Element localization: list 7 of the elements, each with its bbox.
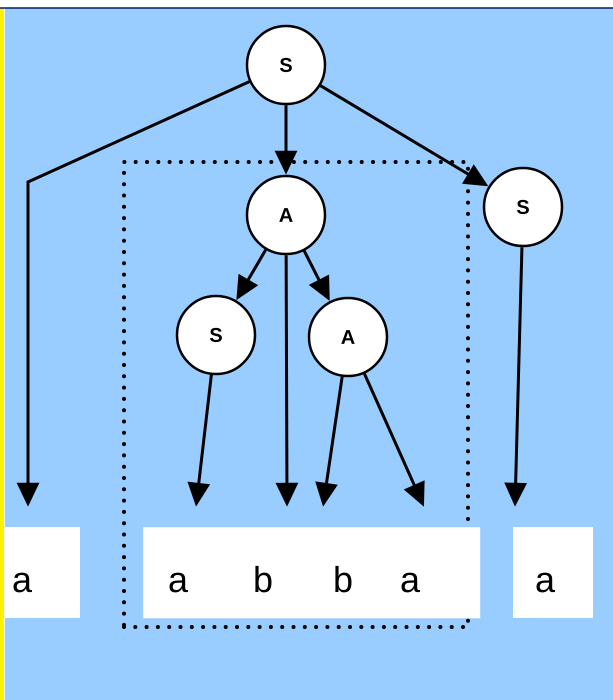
- terminal-letter: a: [170, 572, 188, 592]
- terminal-letter: a: [402, 572, 420, 592]
- terminal-box: a: [5, 527, 80, 618]
- terminal-letter: b: [255, 566, 272, 592]
- dotted-frame: [122, 160, 470, 629]
- terminal-box: a: [513, 527, 593, 618]
- terminal-letter: b: [335, 566, 352, 592]
